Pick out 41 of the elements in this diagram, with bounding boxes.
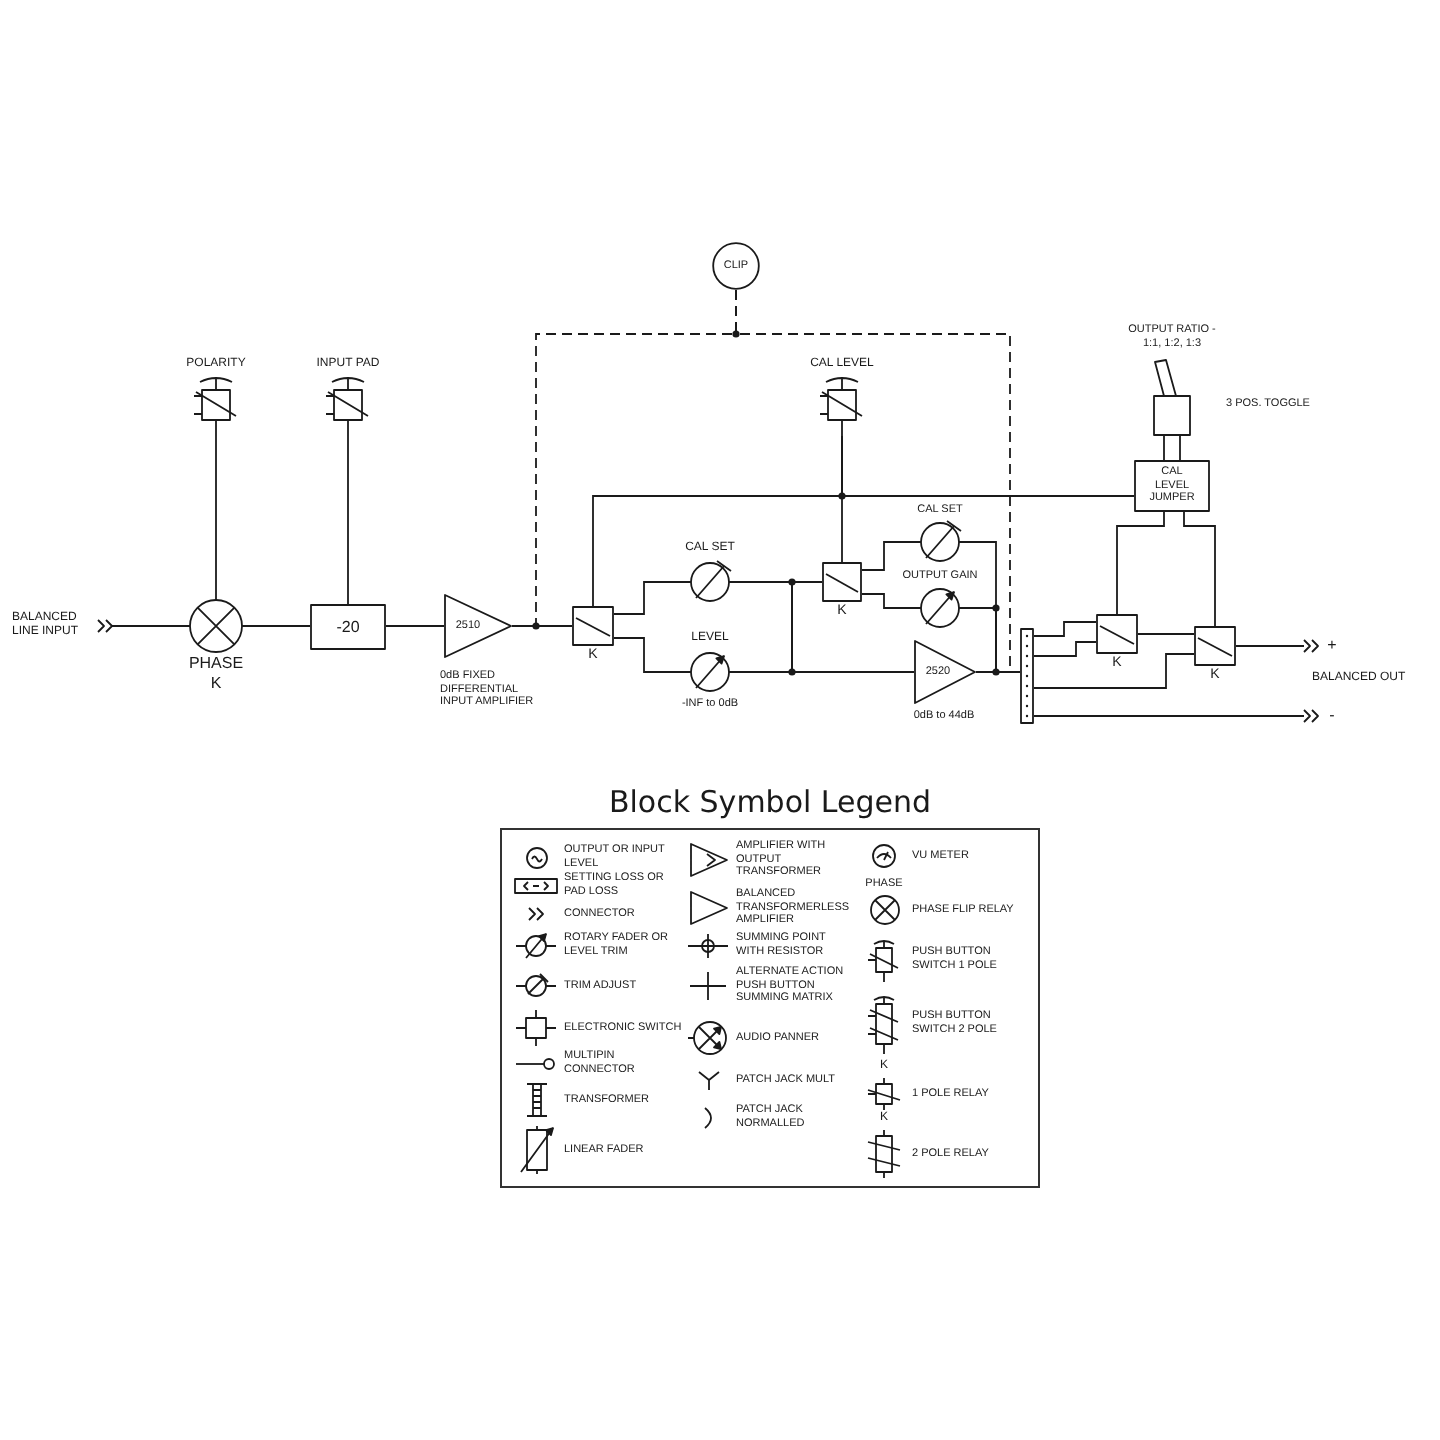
wire [1137, 633, 1195, 635]
wire [613, 637, 671, 673]
wire [1033, 641, 1097, 657]
wire [215, 435, 217, 597]
symbol-label: PHASE K [186, 654, 246, 694]
wire [861, 541, 901, 571]
wire [119, 625, 187, 627]
push-button-switch [806, 356, 878, 436]
wire [1179, 435, 1181, 461]
push-button-switch [312, 356, 384, 436]
phase-flip-relay [186, 596, 246, 692]
symbol-label: - [1329, 706, 1335, 726]
wire [841, 435, 1135, 497]
amplifier-symbol [914, 640, 976, 704]
wire [1033, 621, 1097, 637]
wire [1033, 715, 1297, 717]
clip-indicator [712, 242, 760, 290]
wire [975, 671, 1021, 673]
wire [1163, 435, 1165, 461]
wire [347, 435, 349, 605]
wire [1183, 511, 1216, 627]
rotary-fader [670, 630, 750, 694]
symbol-label: -20 [336, 617, 360, 637]
wire [861, 593, 901, 609]
wire [245, 625, 311, 627]
wire [1235, 645, 1297, 647]
pad-block [310, 604, 386, 650]
symbol-label: + [1327, 636, 1337, 656]
legend-title: Block Symbol Legend [608, 784, 932, 820]
multipin-connector [1020, 628, 1034, 724]
rotary-fader [900, 502, 980, 564]
wire [1116, 511, 1165, 615]
jumper-block [1134, 460, 1210, 512]
wire [749, 671, 915, 673]
wire [385, 625, 445, 627]
rotary-fader [670, 540, 750, 604]
rotary-fader [900, 568, 980, 630]
amplifier-symbol [444, 594, 512, 658]
wire [511, 625, 573, 627]
wire [613, 581, 671, 615]
wire [1033, 653, 1195, 689]
